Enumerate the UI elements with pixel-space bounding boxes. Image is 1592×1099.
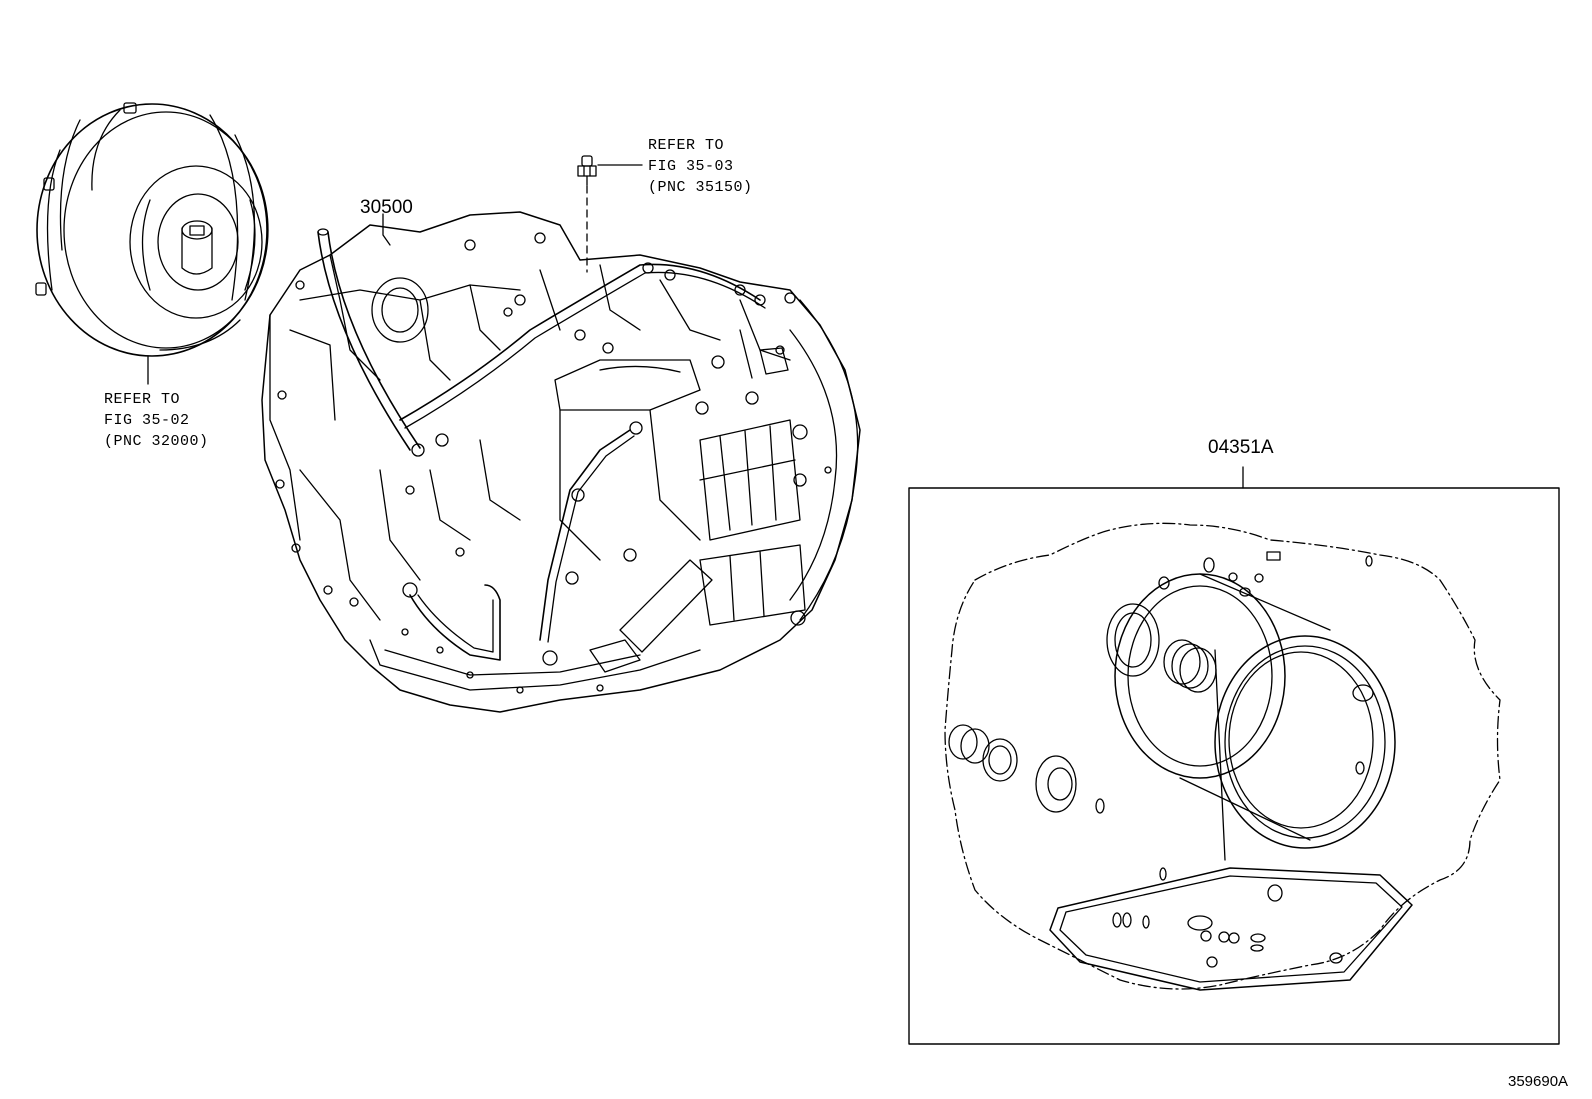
torque-converter-reference: REFER TO FIG 35-02 (PNC 32000)	[104, 392, 209, 455]
transmission-part-number: 30500	[360, 197, 413, 218]
breather-plug-reference: REFER TO FIG 35-03 (PNC 35150)	[648, 138, 753, 201]
figure-id: 359690A	[1508, 1073, 1569, 1090]
transmission-assembly-illustration	[261, 211, 861, 713]
torque-converter-illustration	[35, 102, 269, 385]
reference-line-3: (PNC 35150)	[648, 179, 753, 196]
reference-line-1: REFER TO	[648, 137, 725, 154]
overhaul-kit-illustration	[908, 466, 1560, 1045]
breather-plug-illustration	[577, 155, 643, 273]
reference-line-3: (PNC 32000)	[104, 433, 209, 450]
reference-line-1: REFER TO	[104, 391, 181, 408]
reference-line-2: FIG 35-03	[648, 158, 734, 175]
reference-line-2: FIG 35-02	[104, 412, 190, 429]
overhaul-kit-part-number: 04351A	[1208, 437, 1274, 458]
